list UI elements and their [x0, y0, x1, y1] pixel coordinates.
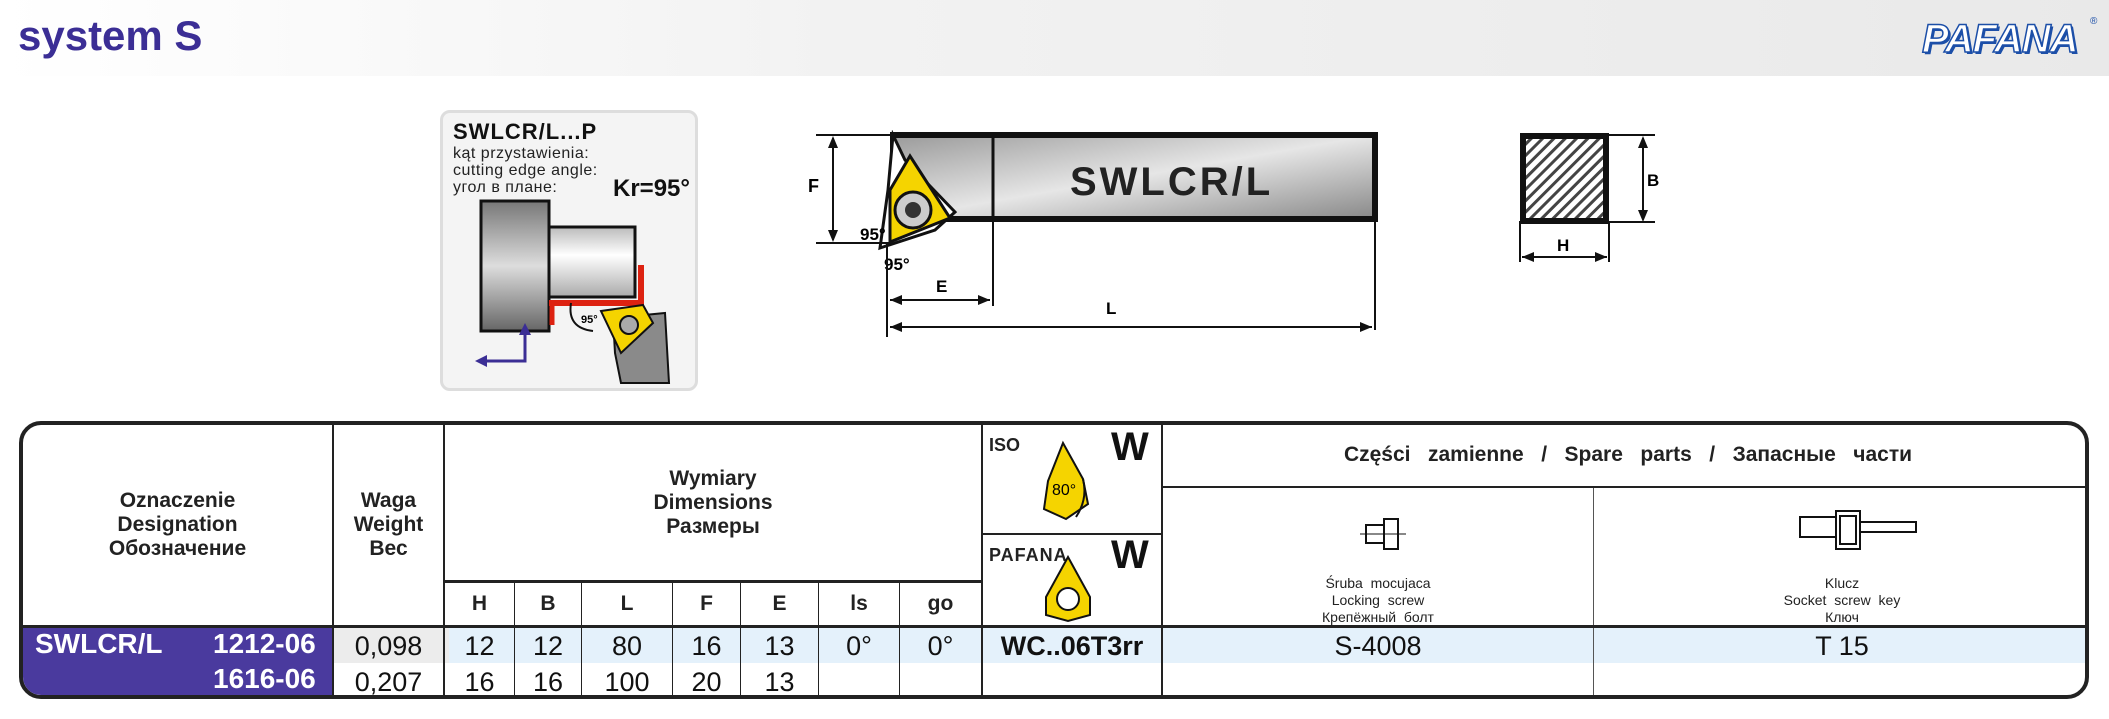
- svg-text:B: B: [1647, 171, 1659, 190]
- page-title: system S: [18, 12, 203, 59]
- screw-code: S-4008: [1334, 630, 1422, 661]
- svg-text:PAFANA: PAFANA: [1922, 17, 2077, 61]
- kr-angle: Kr=95°: [613, 175, 690, 202]
- screw-icon: [1360, 518, 1406, 550]
- dim-F: F: [808, 176, 819, 196]
- mini-line: kąt przystawienia:: [453, 145, 590, 162]
- mini-line: угол в плане:: [453, 179, 558, 196]
- cell-E: 13: [764, 630, 795, 661]
- dim-E: E: [936, 277, 947, 296]
- turning-illustration: 95°: [475, 199, 671, 384]
- cell-F: 16: [691, 630, 722, 661]
- cell-E: 13: [764, 666, 795, 697]
- cell-ls: 0°: [846, 630, 872, 661]
- col-F: F: [700, 592, 713, 615]
- cross-section-drawing: B H: [1519, 133, 1659, 262]
- cell-weight: 0,207: [354, 666, 423, 697]
- cell-B: 16: [532, 666, 564, 697]
- angle-1: 95°: [860, 225, 886, 244]
- col-E: E: [772, 592, 787, 615]
- pafana-logo: PAFANA PAFANA ®: [1921, 16, 2098, 62]
- weight-highlight: [334, 627, 449, 663]
- cell-L: 100: [604, 666, 650, 697]
- row-size[interactable]: 1212-06: [213, 628, 316, 659]
- col-L: L: [620, 592, 634, 615]
- col-ls: ls: [850, 592, 868, 615]
- col-H: H: [471, 592, 488, 615]
- cell-H: 12: [464, 630, 495, 661]
- row-size[interactable]: 1616-06: [213, 663, 316, 694]
- insert-code: WC..06T3rr: [1000, 630, 1144, 661]
- pafana-insert-icon: [1045, 555, 1091, 623]
- col-B: B: [540, 592, 556, 615]
- col-go: go: [927, 592, 954, 615]
- header-en: Designation: [117, 513, 238, 536]
- svg-text:PAFANA: PAFANA: [1924, 19, 2079, 62]
- dim-L: L: [1106, 299, 1116, 318]
- key-icon: [1799, 510, 1917, 550]
- cutting-angle-diagram: SWLCR/L...P kąt przystawienia: cutting e…: [440, 110, 698, 391]
- header-ru: Обозначение: [108, 537, 247, 560]
- svg-text:H: H: [1557, 236, 1569, 255]
- row-highlight: [334, 627, 2085, 663]
- tool-label: SWLCR/L: [1070, 160, 1273, 204]
- iso-shape-code: W: [1111, 425, 1149, 469]
- cell-H: 16: [464, 666, 495, 697]
- model-name: SWLCR/L: [35, 628, 163, 659]
- designation-cell: [23, 627, 334, 695]
- cell-F: 20: [691, 666, 722, 697]
- pafana-shape-code: W: [1111, 533, 1149, 577]
- key-code: T 15: [1815, 630, 1869, 661]
- insert-angle: 80°: [1052, 482, 1076, 499]
- tool-holder-drawing: SWLCR/L F 95° 95° E L: [808, 130, 1378, 337]
- mini-angle: 95°: [581, 314, 598, 326]
- cell-weight: 0,098: [354, 630, 423, 661]
- header-pl: Oznaczenie: [119, 489, 236, 512]
- cell-L: 80: [611, 630, 643, 661]
- spare-parts-title: Części zamienne / Spare parts / Запасные…: [1343, 443, 1913, 466]
- mini-code: SWLCR/L...P: [453, 119, 598, 144]
- iso-insert-icon: 80°: [1042, 440, 1090, 521]
- svg-text:®: ®: [2090, 16, 2098, 27]
- angle-2: 95°: [884, 255, 910, 274]
- pafana-label: PAFANA: [989, 545, 1068, 565]
- cell-go: 0°: [927, 630, 954, 661]
- iso-label: ISO: [989, 435, 1021, 455]
- mini-line: cutting edge angle:: [453, 162, 598, 179]
- cell-B: 12: [532, 630, 564, 661]
- header-band: [0, 0, 2109, 76]
